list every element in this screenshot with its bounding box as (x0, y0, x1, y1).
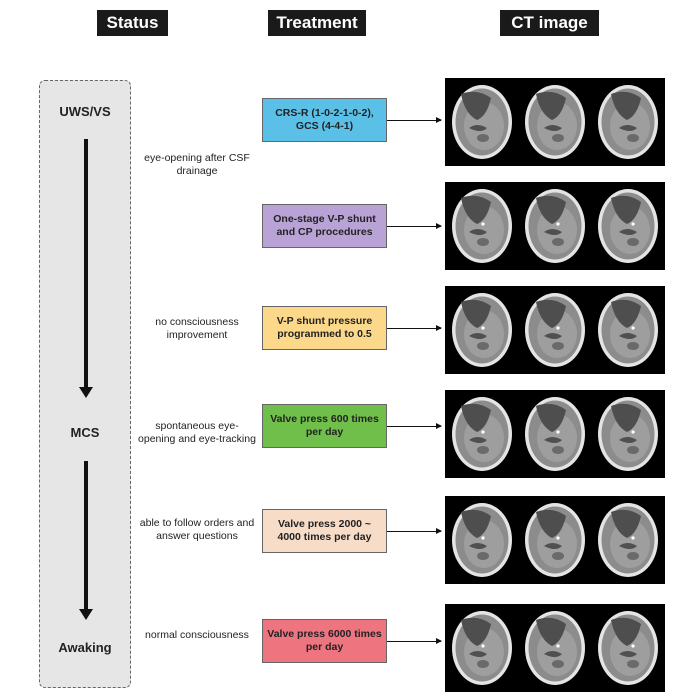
ct-scan-image (524, 397, 585, 471)
connector-arrow-1 (387, 116, 442, 124)
ct-scan-image (524, 189, 585, 263)
ct-strip (445, 78, 665, 166)
treatment-box-pressure: V-P shunt pressure programmed to 0.5 (262, 306, 387, 350)
state-uws-vs: UWS/VS (59, 104, 111, 119)
ct-scan-image (451, 611, 512, 685)
progress-arrow-shaft-1 (84, 139, 88, 389)
note-no-improvement: no consciousness improvement (155, 316, 239, 341)
ct-strip (445, 182, 665, 270)
treatment-box-valve-600: Valve press 600 times per day (262, 404, 387, 448)
treatment-box-valve-2000: Valve press 2000 ~ 4000 times per day (262, 509, 387, 553)
ct-scan-image (524, 503, 585, 577)
state-awaking: Awaking (58, 640, 112, 655)
status-header: Status (97, 10, 168, 36)
progress-arrow-head-2 (79, 609, 93, 620)
treatment-box-vp-shunt: One-stage V-P shunt and CP procedures (262, 204, 387, 248)
note-eye-tracking: spontaneous eye-opening and eye-tracking (138, 420, 256, 445)
connector-arrow-5 (387, 527, 442, 535)
progress-arrow-head-1 (79, 387, 93, 398)
ct-strip (445, 496, 665, 584)
ct-strip (445, 390, 665, 478)
connector-arrow-6 (387, 637, 442, 645)
ct-scan-image (598, 503, 659, 577)
ct-scan-image (524, 85, 585, 159)
ct-scan-image (451, 397, 512, 471)
ct-scan-image (451, 293, 512, 367)
progress-arrow-shaft-2 (84, 461, 88, 611)
note-normal-consciousness: normal consciousness (145, 629, 249, 641)
ct-scan-image (451, 189, 512, 263)
ct-image-header: CT image (500, 10, 599, 36)
connector-arrow-3 (387, 324, 442, 332)
ct-strip (445, 286, 665, 374)
connector-arrow-4 (387, 422, 442, 430)
ct-scan-image (598, 611, 659, 685)
state-mcs: MCS (70, 425, 100, 440)
connector-arrow-2 (387, 222, 442, 230)
ct-strip (445, 604, 665, 692)
ct-scan-image (451, 85, 512, 159)
ct-scan-image (524, 293, 585, 367)
ct-scan-image (451, 503, 512, 577)
note-follow-orders: able to follow orders and answer questio… (139, 517, 255, 542)
ct-scan-image (598, 189, 659, 263)
ct-scan-image (524, 611, 585, 685)
ct-scan-image (598, 293, 659, 367)
treatment-header: Treatment (268, 10, 366, 36)
ct-scan-image (598, 85, 659, 159)
ct-scan-image (598, 397, 659, 471)
treatment-box-valve-6000: Valve press 6000 times per day (262, 619, 387, 663)
status-panel: UWS/VS MCS Awaking (39, 80, 131, 688)
treatment-box-crs-r: CRS-R (1-0-2-1-0-2), GCS (4-4-1) (262, 98, 387, 142)
note-eye-opening: eye-opening after CSF drainage (144, 152, 250, 177)
